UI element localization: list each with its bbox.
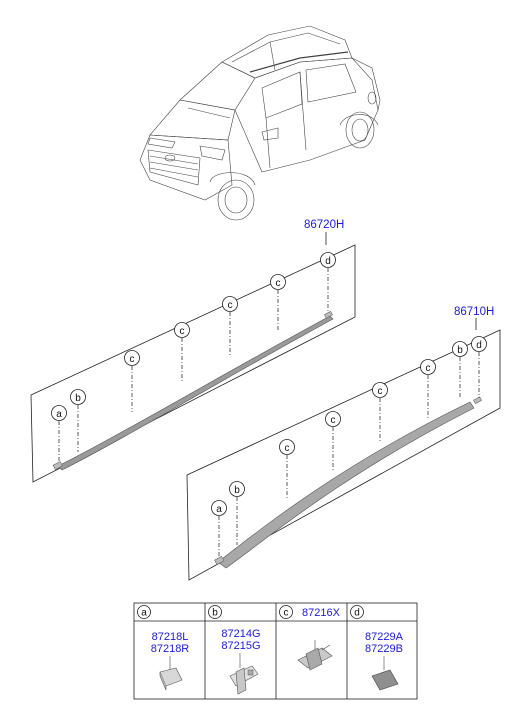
callout-b: b [70, 389, 86, 452]
svg-text:c: c [228, 300, 233, 311]
svg-text:c: c [378, 386, 383, 397]
clip-a-icon [159, 656, 183, 691]
callout-c: c [222, 296, 238, 356]
svg-text:a: a [216, 504, 222, 515]
legend-part-number: 87218R [151, 643, 190, 655]
callout-d: d [471, 336, 487, 398]
assembly-outline [30, 244, 356, 483]
callout-c: c [279, 439, 295, 500]
assembly-86720h: 86720H a b c c [30, 219, 356, 483]
callout-c: c [372, 382, 388, 441]
svg-text:b: b [75, 393, 81, 404]
assembly-86710h: 86710H a b c c [186, 306, 501, 581]
callout-c: c [270, 274, 286, 330]
svg-text:c: c [180, 326, 185, 337]
svg-text:a: a [141, 608, 147, 619]
legend-table: a 87218L 87218R b 87214G 87215G [133, 602, 418, 700]
legend-cell-c: c 87216X [279, 605, 341, 671]
svg-text:a: a [56, 409, 62, 420]
legend-part-number: 87214G [221, 628, 260, 640]
svg-text:c: c [426, 363, 431, 374]
legend-part-number: 87229B [365, 643, 403, 655]
callout-d: d [320, 252, 336, 312]
legend-cell-b: b 87214G 87215G [208, 605, 261, 695]
legend-part-number: 87229A [365, 631, 404, 643]
svg-text:c: c [276, 278, 281, 289]
svg-text:c: c [331, 415, 336, 426]
svg-text:d: d [476, 340, 482, 351]
part-number-86720h: 86720H [304, 219, 344, 231]
callout-b: b [452, 341, 468, 398]
callout-c: c [325, 411, 341, 470]
callout-c: c [124, 350, 140, 412]
legend-part-number: 87215G [221, 640, 260, 652]
part-number-86710h: 86710H [454, 306, 494, 318]
callout-c: c [174, 322, 190, 382]
roof-moulding-strip [57, 315, 334, 471]
callout-a: a [211, 500, 227, 558]
svg-text:d: d [325, 256, 331, 267]
svg-text:c: c [285, 443, 290, 454]
car-illustration [139, 25, 381, 221]
svg-text:b: b [457, 345, 463, 356]
svg-text:b: b [234, 485, 240, 496]
assembly-outline [186, 329, 501, 581]
callout-c: c [420, 359, 436, 418]
clip-d-icon [371, 656, 399, 691]
legend-part-number: 87216X [302, 607, 341, 619]
clip-b-icon [229, 653, 259, 695]
legend-cell-a: a 87218L 87218R [137, 605, 190, 691]
roof-moulding-strip [217, 401, 475, 569]
legend-cell-d: d 87229A 87229B [350, 605, 404, 691]
callout-b: b [229, 481, 245, 545]
clip-c-icon [297, 640, 333, 671]
svg-text:d: d [354, 608, 360, 619]
callout-a: a [51, 405, 67, 462]
svg-text:c: c [130, 354, 135, 365]
legend-part-number: 87218L [152, 631, 189, 643]
svg-text:b: b [212, 608, 218, 619]
svg-text:c: c [284, 608, 289, 619]
